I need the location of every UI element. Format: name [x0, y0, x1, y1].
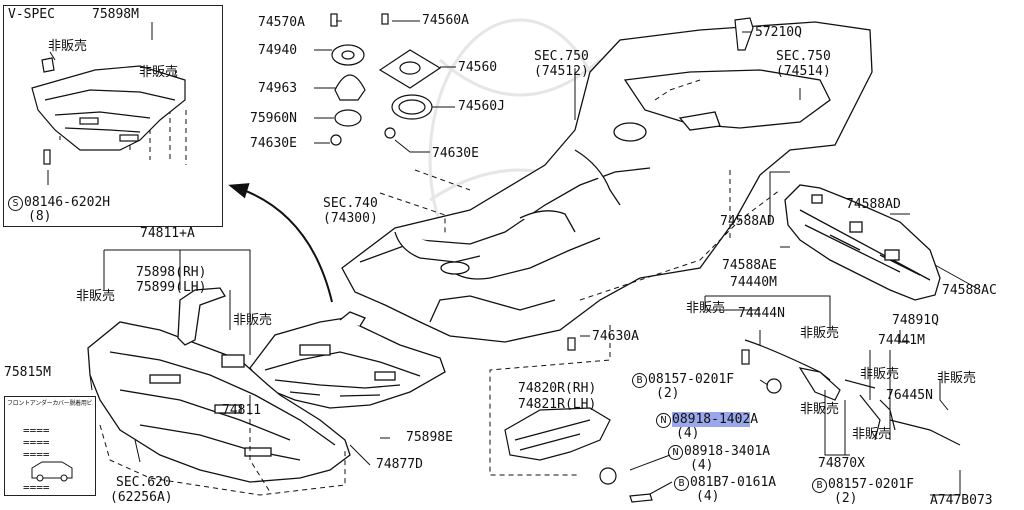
nut-type-n-icon: N — [668, 445, 683, 460]
label-081B7-number: 081B7-0161A — [690, 475, 777, 490]
inset-not-sold-1: 非販売 — [48, 39, 88, 54]
label-74630E-right: 74630E — [432, 146, 479, 161]
inset-not-sold-2: 非販売 — [139, 65, 179, 80]
label-74441M: 74441M — [878, 333, 925, 348]
label-not-sold-r3: 非販売 — [860, 367, 900, 382]
label-sec620-no: (62256A) — [110, 490, 173, 505]
bolt-type-b-icon: B — [632, 373, 647, 388]
label-74588AD-right: 74588AD — [846, 197, 901, 212]
label-not-sold-r6: 非販売 — [852, 427, 892, 442]
caution-label-header: フロントアンダーカバー脱着用ビニール袋 — [7, 400, 93, 407]
floor-panel-drawing — [341, 21, 873, 343]
label-not-sold-mid: 非販売 — [233, 313, 273, 328]
label-74560A: 74560A — [422, 13, 469, 28]
label-08157-number-2: 08157-0201F — [828, 477, 915, 492]
nut-type-n-icon: N — [656, 413, 671, 428]
label-75899LH: 75899(LH) — [136, 280, 207, 295]
caution-line: ==== — [23, 448, 50, 461]
undercover-74811-drawing — [249, 311, 446, 409]
label-sec750-a-no: (74512) — [534, 64, 589, 79]
label-sec750-b: SEC.750 — [776, 49, 831, 64]
label-081B7-qty: (4) — [696, 489, 720, 504]
label-not-sold-r5: 非販売 — [800, 402, 840, 417]
inset-bolt-number: 08146-6202H — [24, 195, 111, 210]
label-sec740: SEC.740 — [323, 196, 378, 211]
label-74630E-left: 74630E — [250, 136, 297, 151]
caution-line: ==== — [23, 424, 50, 437]
label-74570A: 74570A — [258, 15, 305, 30]
leader-lines — [47, 20, 981, 496]
label-sec740-no: (74300) — [323, 211, 378, 226]
caution-line: ==== — [23, 481, 50, 494]
caution-car-glyph — [31, 461, 73, 482]
label-sec620: SEC.620 — [116, 475, 171, 490]
label-08918-3401-qty: (4) — [690, 458, 714, 473]
label-not-sold-r2: 非販売 — [800, 326, 840, 341]
bracket-parts-drawing — [504, 337, 961, 503]
label-74588AC: 74588AC — [942, 283, 997, 298]
label-74440M: 74440M — [730, 275, 777, 290]
label-sec750-a: SEC.750 — [534, 49, 589, 64]
inset-part-number: 75898M — [92, 7, 139, 22]
label-sec750-b-no: (74514) — [776, 64, 831, 79]
label-74588AD-left: 74588AD — [720, 214, 775, 229]
arrow-to-inset — [228, 183, 333, 303]
label-74811-a: 74811+A — [140, 226, 195, 241]
label-75960N: 75960N — [250, 111, 297, 126]
label-75898E: 75898E — [406, 430, 453, 445]
caution-label-box: フロントアンダーカバー脱着用ビニール袋 ==== ==== ==== ==== — [4, 396, 96, 496]
highlighted-part-number[interactable]: 08918-1402 — [672, 412, 751, 427]
side-rail-drawing — [784, 184, 941, 301]
label-57210Q: 57210Q — [755, 25, 802, 40]
label-74630A: 74630A — [592, 329, 639, 344]
label-74444N: 74444N — [738, 306, 785, 321]
small-parts-drawing — [330, 13, 754, 146]
label-74877D: 74877D — [376, 457, 423, 472]
dashed-guides — [59, 79, 781, 496]
label-08157-qty-1: (2) — [656, 386, 680, 401]
label-75898RH: 75898(RH) — [136, 265, 207, 280]
diagram-reference-code: A747B073 — [930, 493, 993, 508]
undercover-75815M-drawing — [87, 287, 351, 483]
label-74820R: 74820R(RH) — [518, 381, 597, 396]
label-76445N: 76445N — [886, 388, 933, 403]
label-not-sold-r4: 非販売 — [937, 371, 977, 386]
label-74963: 74963 — [258, 81, 298, 96]
label-74560J: 74560J — [458, 99, 505, 114]
label-not-sold-left: 非販売 — [76, 289, 116, 304]
bolt-type-b-icon: B — [812, 478, 827, 493]
label-08918-3401-number: 08918-3401A — [684, 444, 771, 459]
label-08918-1402-qty: (4) — [676, 426, 700, 441]
bolt-type-s-icon: S — [8, 196, 23, 211]
label-08157-number-1: 08157-0201F — [648, 372, 735, 387]
inset-title: V-SPEC — [8, 7, 55, 22]
label-08918-1402-suffix: A — [750, 412, 759, 427]
label-74560: 74560 — [458, 60, 498, 75]
caution-line: ==== — [23, 436, 50, 449]
label-75815M: 75815M — [4, 365, 51, 380]
label-74588AE: 74588AE — [722, 258, 777, 273]
label-74821R: 74821R(LH) — [518, 397, 597, 412]
inset-panel-drawing — [31, 57, 186, 165]
inset-bolt-qty: (8) — [28, 209, 52, 224]
bolt-type-b-icon: B — [674, 476, 689, 491]
label-08157-qty-2: (2) — [834, 491, 858, 506]
label-74891Q: 74891Q — [892, 313, 939, 328]
label-not-sold-r1: 非販売 — [686, 301, 726, 316]
label-74940: 74940 — [258, 43, 298, 58]
label-74811: 74811 — [222, 403, 262, 418]
label-74870X: 74870X — [818, 456, 865, 471]
